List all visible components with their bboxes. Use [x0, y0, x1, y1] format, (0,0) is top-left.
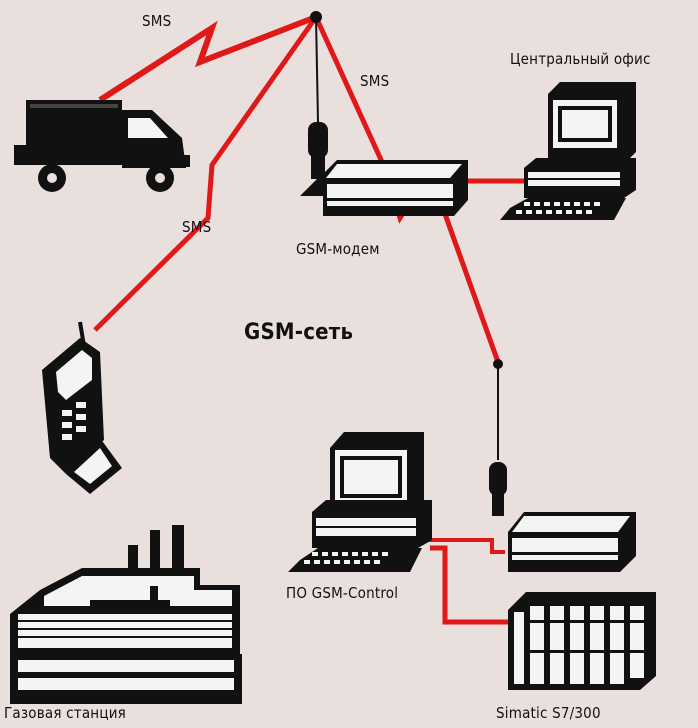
gsm-modem-icon — [300, 122, 468, 216]
right-antenna-node — [493, 359, 503, 369]
simatic-label: Simatic S7/300 — [496, 704, 601, 722]
sms-link-truck — [98, 14, 318, 103]
sms-link-phone — [93, 15, 319, 332]
central-office-label: Центральный офис — [510, 50, 651, 68]
gas-station-label: Газовая станция — [4, 704, 126, 722]
control-plc-wire — [430, 545, 508, 625]
gas-station-icon — [10, 525, 242, 704]
truck-icon — [14, 100, 190, 192]
gsm-modem-label: GSM-модем — [296, 240, 380, 258]
sms-label-center: SMS — [360, 72, 390, 90]
control-modem-wire — [428, 538, 505, 554]
gsm-control-label: ПО GSM-Control — [286, 584, 399, 602]
simatic-plc-icon — [508, 592, 656, 690]
control-computer-icon — [288, 432, 432, 572]
field-modem-icon — [489, 462, 636, 572]
mobile-phone-icon — [42, 321, 122, 494]
antenna-lines — [315, 16, 499, 460]
office-computer-icon — [500, 82, 636, 220]
sms-label-left: SMS — [182, 218, 212, 236]
sms-link-office — [313, 15, 501, 363]
signal-links — [93, 14, 525, 625]
top-antenna-node — [310, 11, 322, 23]
sms-label-top: SMS — [142, 12, 172, 30]
gsm-network-label: GSM-сеть — [244, 320, 354, 345]
